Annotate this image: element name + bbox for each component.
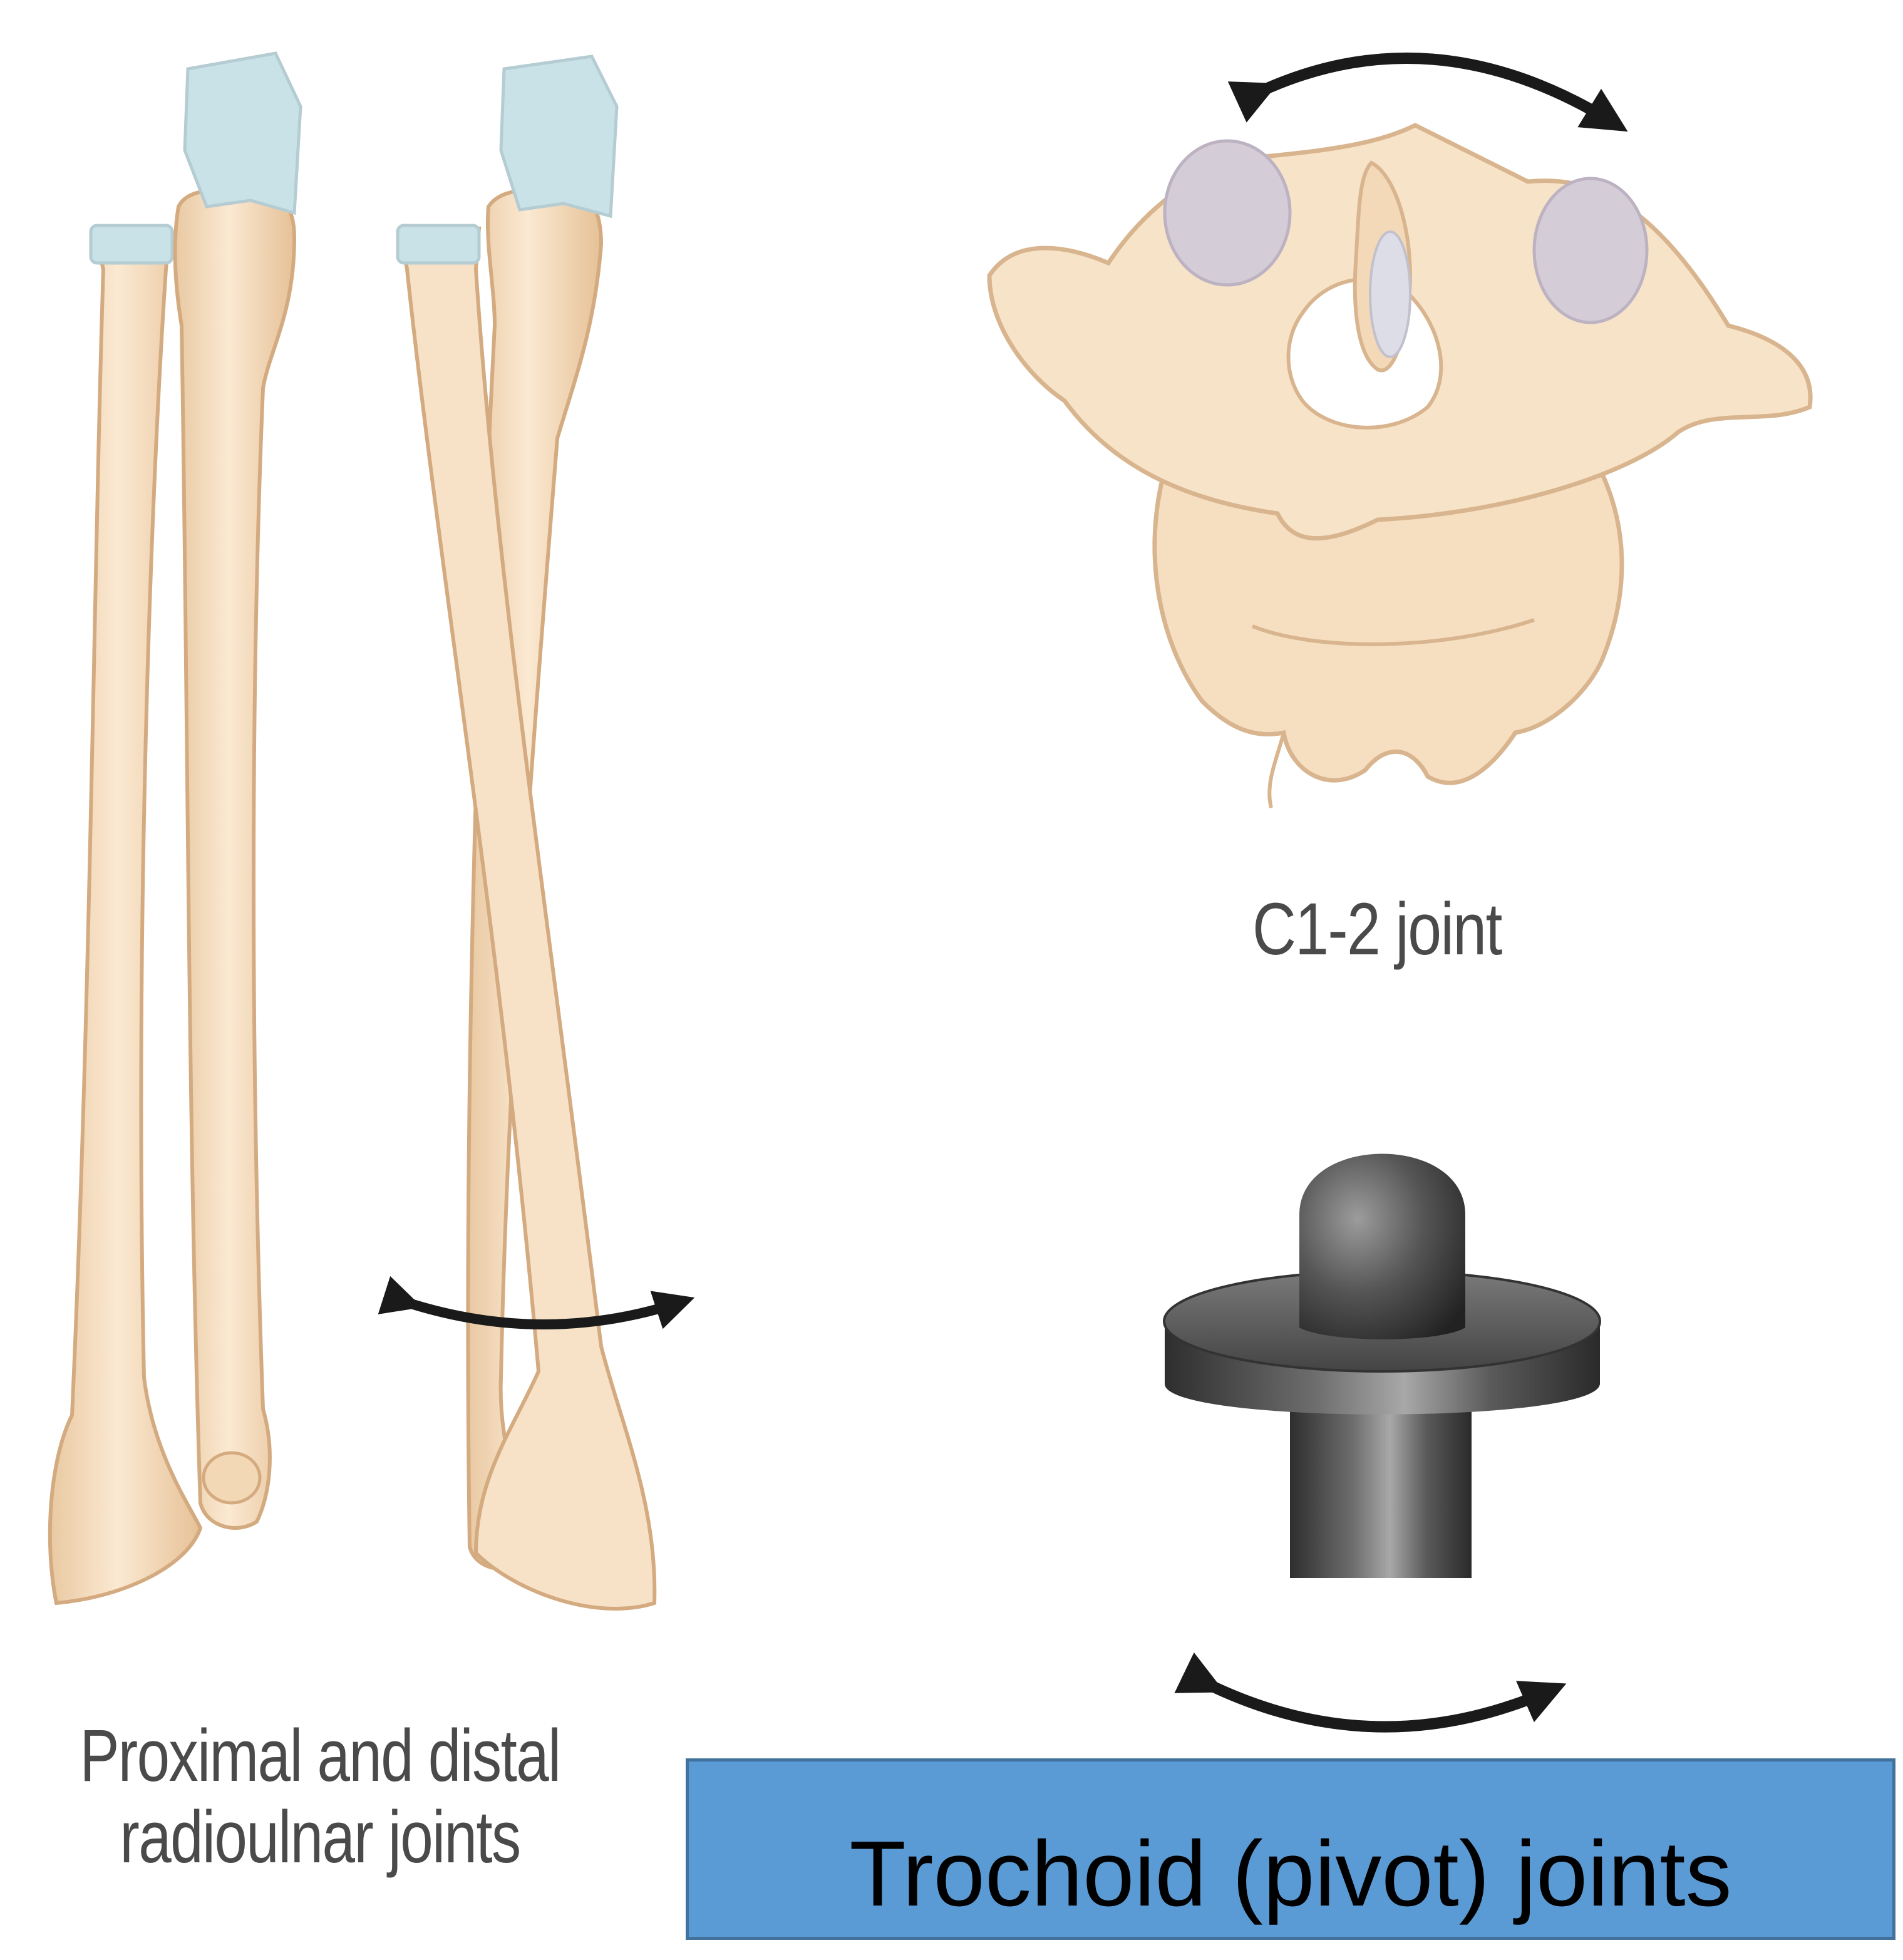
c12-joint-label: C1-2 joint xyxy=(1252,888,1502,971)
rotation-arrow-pivot-icon xyxy=(1174,1652,1567,1733)
title-text: Trochoid (pivot) joints xyxy=(849,1822,1732,1926)
title-banner: Trochoid (pivot) joints xyxy=(686,1758,1895,1940)
forearm-bones-left xyxy=(48,51,302,1606)
mechanical-pivot-model xyxy=(1163,1153,1601,1578)
rotation-arrow-c12-icon xyxy=(1227,53,1628,132)
forearm-bones-crossed xyxy=(396,54,657,1611)
radioulnar-joints-label: Proximal and distal radioulnar joints xyxy=(59,1715,580,1879)
atlas-axis-vertebrae xyxy=(987,123,1813,808)
rotation-arrow-forearm-icon xyxy=(378,1276,695,1329)
radioulnar-label-line2: radioulnar joints xyxy=(120,1795,521,1879)
radioulnar-label-line1: Proximal and distal xyxy=(80,1715,561,1797)
